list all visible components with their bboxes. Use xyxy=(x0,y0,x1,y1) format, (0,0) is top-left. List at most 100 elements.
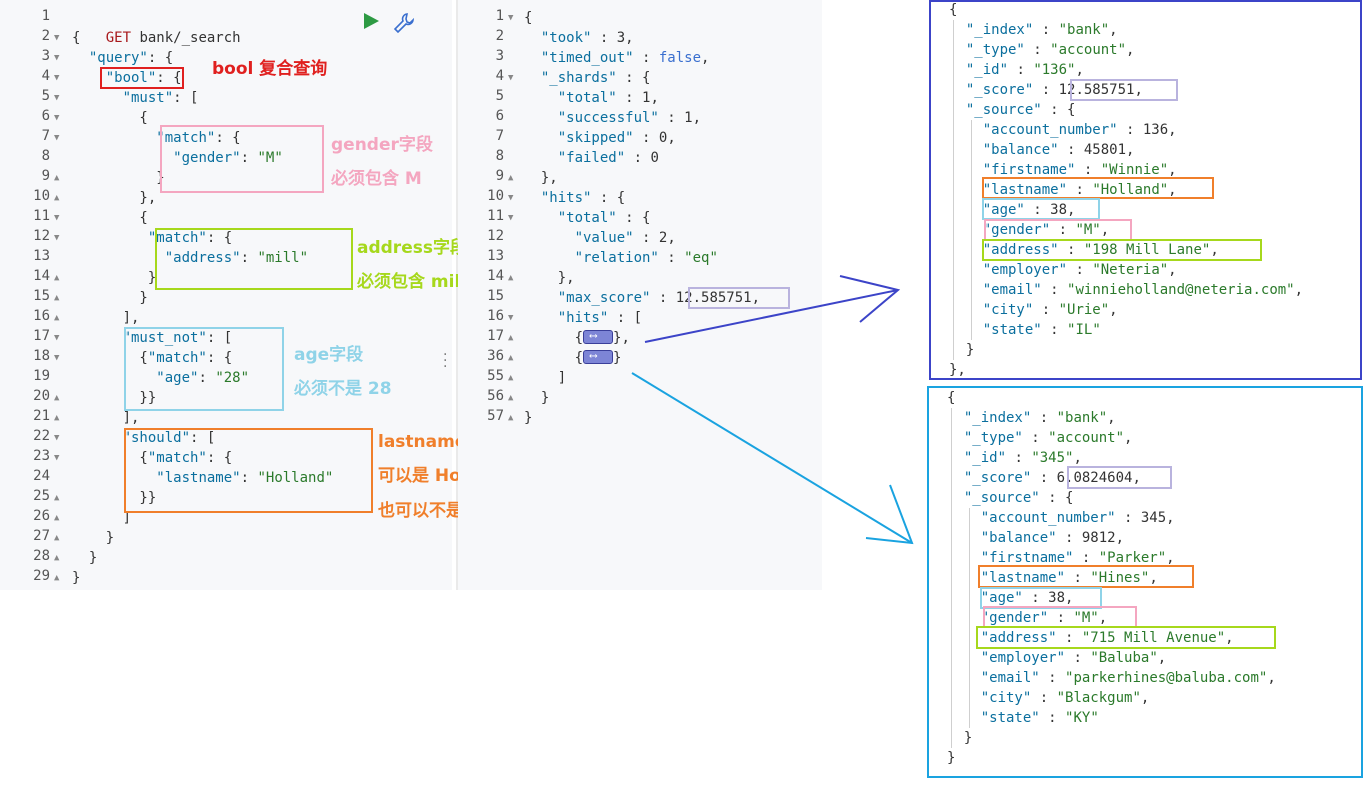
code-line: ] xyxy=(72,510,132,526)
fold-down-icon[interactable]: ▼ xyxy=(54,333,60,343)
fold-down-icon[interactable]: ▼ xyxy=(54,73,60,83)
fold-up-icon[interactable]: ▲ xyxy=(54,313,60,323)
fold-up-icon[interactable]: ▲ xyxy=(54,193,60,203)
fold-up-icon[interactable]: ▲ xyxy=(508,333,514,343)
code-line: "max_score" : 12.585751, xyxy=(557,290,761,306)
fold-down-icon[interactable]: ▼ xyxy=(54,133,60,143)
line-number: 13 xyxy=(33,248,50,264)
document-line: "state" : "KY" xyxy=(980,710,1099,726)
line-number: 5 xyxy=(495,88,504,104)
request-method: GET xyxy=(105,30,132,46)
fold-up-icon[interactable]: ▲ xyxy=(508,273,514,283)
line-number: 15 xyxy=(33,288,50,304)
fold-up-icon[interactable]: ▲ xyxy=(508,413,514,423)
code-line: } xyxy=(524,410,533,426)
fold-down-icon[interactable]: ▼ xyxy=(508,13,514,23)
document-line: "_type" : "account", xyxy=(965,42,1135,58)
document-line: { xyxy=(947,390,956,406)
fold-down-icon[interactable]: ▼ xyxy=(54,433,60,443)
code-line: } xyxy=(72,530,115,546)
code-line: } xyxy=(72,270,157,286)
code-line: ], xyxy=(72,410,140,426)
fold-down-icon[interactable]: ▼ xyxy=(54,233,60,243)
code-line: "address": "mill" xyxy=(164,250,309,266)
fold-down-icon[interactable]: ▼ xyxy=(508,213,514,223)
line-number: 23 xyxy=(33,448,50,464)
fold-up-icon[interactable]: ▲ xyxy=(508,393,514,403)
document-line: "age" : 38, xyxy=(982,202,1076,218)
fold-up-icon[interactable]: ▲ xyxy=(54,293,60,303)
hit2-address-box xyxy=(976,626,1276,649)
fold-down-icon[interactable]: ▼ xyxy=(54,453,60,463)
line-number: 3 xyxy=(41,48,50,64)
code-line: }, xyxy=(524,170,558,186)
document-line: "email" : "winnieholland@neteria.com", xyxy=(982,282,1304,298)
line-number: 2 xyxy=(495,28,504,44)
fold-down-icon[interactable]: ▼ xyxy=(54,53,60,63)
splitter-handle[interactable]: ··· xyxy=(443,347,448,375)
fold-up-icon[interactable]: ▲ xyxy=(54,413,60,423)
document-line: "_id" : "136", xyxy=(965,62,1084,78)
panel-splitter[interactable] xyxy=(456,0,458,590)
line-number: 14 xyxy=(487,268,504,284)
fold-up-icon[interactable]: ▲ xyxy=(54,393,60,403)
line-number: 56 xyxy=(487,388,504,404)
collapsed-object-icon[interactable] xyxy=(583,326,614,346)
bool-highlight-box xyxy=(100,67,184,89)
fold-down-icon[interactable]: ▼ xyxy=(508,73,514,83)
fold-down-icon[interactable]: ▼ xyxy=(508,313,514,323)
document-line: } xyxy=(949,342,975,358)
document-line: "account_number" : 136, xyxy=(982,122,1177,138)
fold-down-icon[interactable]: ▼ xyxy=(508,193,514,203)
line-number: 27 xyxy=(33,528,50,544)
line-number: 16 xyxy=(487,308,504,324)
document-line: "age" : 38, xyxy=(980,590,1074,606)
collapsed-object-icon[interactable] xyxy=(583,346,614,366)
document-line: "gender" : "M", xyxy=(980,610,1108,626)
fold-up-icon[interactable]: ▲ xyxy=(54,173,60,183)
code-line: }, xyxy=(72,190,157,206)
line-number: 9 xyxy=(495,168,504,184)
fold-up-icon[interactable]: ▲ xyxy=(54,273,60,283)
wrench-icon[interactable] xyxy=(393,12,415,34)
fold-down-icon[interactable]: ▼ xyxy=(54,353,60,363)
fold-down-icon[interactable]: ▼ xyxy=(54,93,60,103)
fold-up-icon[interactable]: ▲ xyxy=(508,173,514,183)
document-line: "employer" : "Baluba", xyxy=(980,650,1167,666)
fold-down-icon[interactable]: ▼ xyxy=(54,113,60,123)
code-line: }} xyxy=(72,390,157,406)
document-line: "balance" : 45801, xyxy=(982,142,1135,158)
fold-up-icon[interactable]: ▲ xyxy=(54,573,60,583)
code-line: } xyxy=(524,390,550,406)
fold-down-icon[interactable]: ▼ xyxy=(54,33,60,43)
fold-up-icon[interactable]: ▲ xyxy=(54,533,60,543)
fold-down-icon[interactable]: ▼ xyxy=(54,213,60,223)
hit2-document-frame: { "_index" : "bank", "_type" : "account"… xyxy=(927,386,1363,778)
request-line[interactable]: GET bank/_search xyxy=(72,8,241,46)
line-number: 9 xyxy=(41,168,50,184)
code-line: "gender": "M" xyxy=(173,150,283,166)
line-number: 18 xyxy=(33,348,50,364)
fold-up-icon[interactable]: ▲ xyxy=(54,553,60,563)
response-viewer[interactable]: 1▼{2 "took" : 3,3 "timed_out" : false,4▼… xyxy=(458,0,822,590)
code-line: "_shards" : { xyxy=(540,70,651,86)
code-line: "hits" : [ xyxy=(557,310,643,326)
line-number: 25 xyxy=(33,488,50,504)
fold-up-icon[interactable]: ▲ xyxy=(508,353,514,363)
hit2-lastname-box xyxy=(978,565,1194,588)
line-number: 15 xyxy=(487,288,504,304)
fold-up-icon[interactable]: ▲ xyxy=(54,513,60,523)
code-line: "bool": { xyxy=(105,70,182,86)
line-number: 8 xyxy=(495,148,504,164)
hit1-score-box xyxy=(1070,79,1178,101)
fold-up-icon[interactable]: ▲ xyxy=(54,493,60,503)
line-number: 17 xyxy=(487,328,504,344)
code-line: { xyxy=(72,30,81,46)
code-line: } xyxy=(72,290,148,306)
fold-up-icon[interactable]: ▲ xyxy=(508,373,514,383)
play-icon[interactable] xyxy=(362,12,380,30)
code-line: "relation" : "eq" xyxy=(574,250,718,266)
address-annotation-line2: 必须包含 mill xyxy=(357,272,467,292)
hit1-age-box xyxy=(982,198,1100,220)
